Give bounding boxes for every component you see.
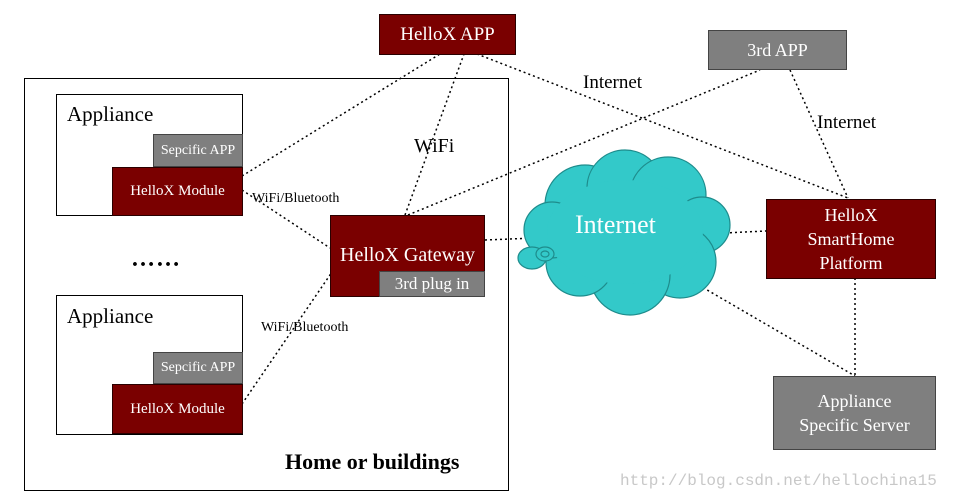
edge-3rdapp-platform [789, 69, 849, 199]
wifi-bluetooth-label-2: WiFi/Bluetooth [261, 320, 349, 335]
internet-label-right: Internet [817, 112, 877, 133]
hellox-app-box: HelloX APP [379, 14, 516, 55]
edge-app-module1 [241, 53, 441, 177]
edge-module2-gateway [241, 271, 333, 405]
appliance-specific-server-box: Appliance Specific Server [773, 376, 936, 450]
edge-cloud-server [689, 279, 856, 377]
edge-cloud-platform [724, 230, 767, 234]
cloud-tail-bubbles [517, 246, 555, 270]
hellox-module-box-1: HelloX Module [112, 167, 243, 216]
hellox-module-box-2: HelloX Module [112, 384, 243, 434]
appliance-label-1: Appliance [67, 102, 154, 126]
smarthome-platform-box: HelloX SmartHome Platform [766, 199, 936, 279]
home-area-frame [24, 78, 509, 491]
edge-app-platform [476, 53, 849, 199]
watermark-text: http://blog.csdn.net/hellochina15 [620, 472, 937, 490]
third-plugin-box: 3rd plug in [379, 271, 485, 297]
internet-cloud [523, 149, 731, 316]
ellipsis-label: …… [131, 246, 181, 272]
home-buildings-label: Home or buildings [285, 449, 460, 474]
edge-3rdapp-gateway [407, 69, 761, 216]
internet-label-top: Internet [583, 72, 643, 93]
specific-app-box-1: Sepcific APP [153, 134, 243, 167]
wifi-bluetooth-label-1: WiFi/Bluetooth [252, 191, 340, 206]
wifi-label: WiFi [414, 135, 455, 157]
edge-app-gateway [404, 53, 465, 216]
hellox-gateway-label: HelloX Gateway [340, 244, 475, 266]
appliance-label-2: Appliance [67, 304, 154, 328]
cloud-internet-label: Internet [575, 210, 656, 239]
specific-app-box-2: Sepcific APP [153, 352, 243, 384]
third-app-box: 3rd APP [708, 30, 847, 70]
